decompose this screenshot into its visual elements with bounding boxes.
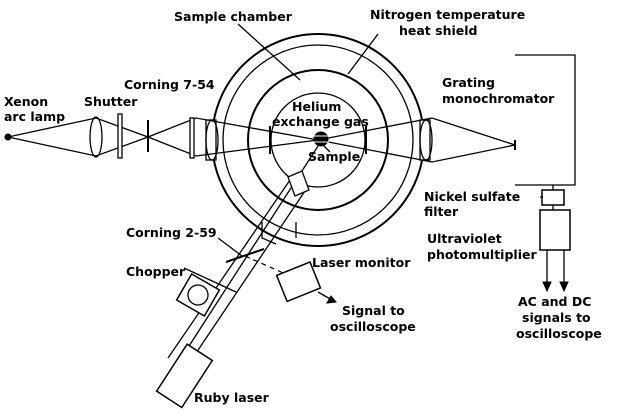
nickel-sulfate-filter-icon: [541, 189, 565, 206]
grating-monochromator-box: [515, 54, 576, 186]
leader-lines: [217, 23, 543, 257]
chopper-blade: [183, 267, 237, 293]
label-uv-line1: Ultraviolet: [427, 231, 502, 246]
label-ruby-laser: Ruby laser: [194, 390, 270, 405]
label-corning-259: Corning 2-59: [126, 225, 217, 240]
photomultiplier-icon: [539, 209, 571, 251]
heat-shield-outer: [247, 69, 389, 211]
label-xenon-line1: Xenon: [4, 94, 48, 109]
focusing-lens-icon: [205, 119, 219, 161]
label-sample: Sample: [308, 149, 360, 164]
label-chopper: Chopper: [126, 264, 186, 279]
label-helium-line2: exchange gas: [272, 114, 369, 129]
ruby-laser-icon: [155, 343, 214, 409]
label-signal-line1: Signal to: [342, 303, 405, 318]
label-nickel-line1: Nickel sulfate: [424, 189, 520, 204]
inner-chamber-wall: [222, 44, 414, 236]
label-nickel-line2: filter: [424, 204, 459, 219]
label-signal-line2: oscilloscope: [330, 319, 416, 334]
sample-chamber: [205, 33, 431, 247]
emission-beam-lower: [317, 139, 516, 163]
xenon-lamp-icon: [4, 133, 12, 141]
label-acdc-line3: oscilloscope: [516, 326, 602, 341]
label-shutter: Shutter: [84, 94, 138, 109]
label-grating-line2: monochromator: [442, 91, 555, 106]
corning-259-filter-icon: [225, 248, 265, 263]
label-nitrogen-line1: Nitrogen temperature: [370, 7, 525, 22]
beam-paths: [7, 117, 516, 163]
label-corning-754: Corning 7-54: [124, 77, 215, 92]
condenser-lens-icon: [89, 116, 103, 158]
label-acdc-line1: AC and DC: [518, 294, 591, 309]
signal-arrow: [326, 295, 337, 304]
label-helium-line1: Helium: [292, 99, 341, 114]
label-nitrogen-line2: heat shield: [399, 23, 477, 38]
label-acdc-line2: signals to: [522, 310, 591, 325]
laser-tube: [167, 142, 321, 366]
label-sample-chamber: Sample chamber: [174, 9, 293, 24]
chopper-icon: [175, 272, 221, 318]
sample-icon: [313, 131, 329, 147]
emission-beam-upper: [317, 117, 516, 146]
laser-monitor-icon: [275, 260, 322, 303]
corning-754-filter-icon: [189, 117, 195, 159]
shutter-icon: [117, 113, 123, 159]
label-grating-line1: Grating: [442, 75, 495, 90]
label-xenon-line2: arc lamp: [4, 109, 65, 124]
label-laser-monitor: Laser monitor: [312, 255, 411, 270]
label-uv-line2: photomultiplier: [427, 247, 537, 262]
collection-lens-icon: [419, 119, 433, 161]
acdc-signal-arrows: [542, 250, 569, 293]
